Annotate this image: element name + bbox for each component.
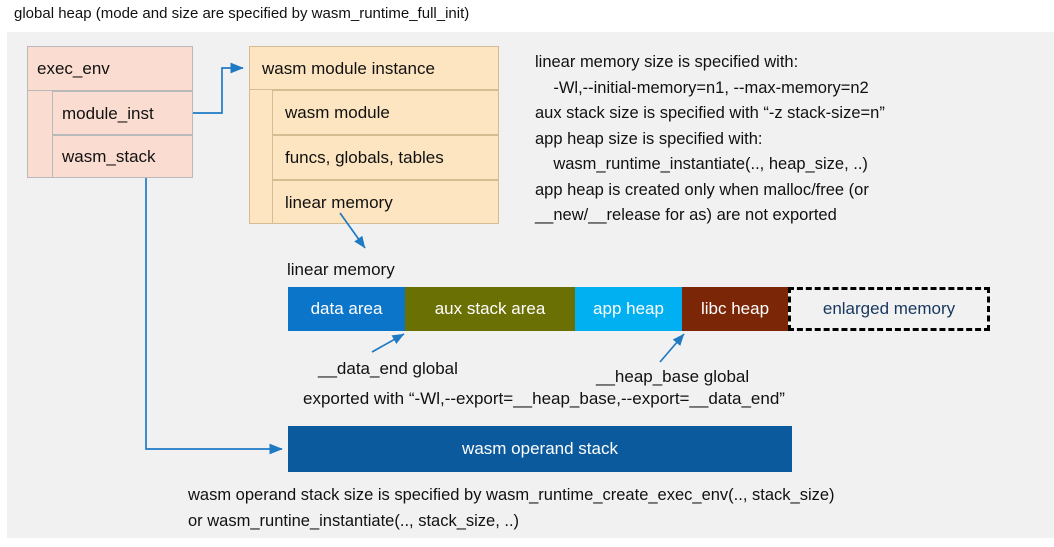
exec-env-header-cell	[27, 46, 193, 91]
memory-segment-label: libc heap	[700, 299, 770, 318]
page-title: global heap (mode and size are specified…	[14, 5, 470, 22]
memory-segment-label: app heap	[593, 299, 664, 318]
wasm-module-instance-title: wasm module instance	[262, 58, 435, 78]
module-instance-row-wasm-module-label: wasm module	[285, 103, 390, 122]
memory-segment-label: aux stack area	[434, 299, 546, 318]
exec-env-title: exec_env	[37, 59, 110, 78]
module-instance-row-funcs-globals-tables-label: funcs, globals, tables	[285, 148, 444, 167]
linear-memory-notes: linear memory size is specified with: -W…	[535, 53, 885, 224]
exec-env-field-module-inst-label: module_inst	[62, 103, 154, 123]
memory-segment-aux-stack-area: aux stack area	[405, 287, 575, 331]
module-instance-row-funcs-globals-tables-cell	[272, 135, 499, 180]
wasm-operand-stack-box: wasm operand stack	[288, 426, 792, 472]
linear-memory-bar: data area aux stack area app heap libc heap…	[288, 287, 990, 331]
memory-segment-data-area: data area	[288, 287, 405, 331]
annotation-exported-with: exported with “-Wl,--export=__heap_base,…	[303, 389, 785, 408]
memory-segment-enlarged-memory: enlarged memory	[788, 287, 990, 331]
annotation-heap-base: __heap_base global	[596, 367, 750, 386]
memory-segment-label: enlarged memory	[822, 299, 956, 318]
annotation-data-end: __data_end global	[318, 359, 458, 378]
exec-env-field-module-inst-cell	[52, 91, 193, 135]
wasm-module-instance-header-cell	[249, 46, 499, 90]
module-instance-row-linear-memory-label: linear memory	[285, 192, 393, 212]
module-instance-row-wasm-module-cell	[272, 90, 499, 135]
exec-env-field-wasm-stack-label: wasm_stack	[62, 147, 156, 166]
linear-memory-bar-caption: linear memory	[287, 260, 395, 279]
memory-segment-app-heap: app heap	[575, 287, 682, 331]
memory-segment-label: data area	[310, 299, 383, 318]
operand-stack-notes: wasm operand stack size is specified by …	[188, 486, 835, 530]
memory-segment-libc-heap: libc heap	[682, 287, 788, 331]
exec-env-field-wasm-stack-cell	[52, 135, 193, 178]
module-instance-row-linear-memory-cell	[272, 180, 499, 224]
